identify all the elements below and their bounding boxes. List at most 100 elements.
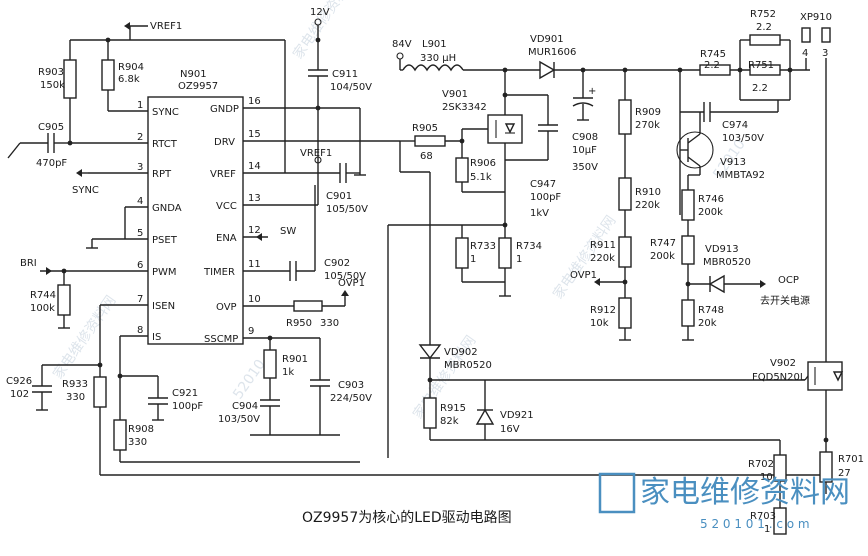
- c903-val: 224/50V: [330, 393, 372, 404]
- resistor-r915: [423, 397, 437, 429]
- net-vref1-mid: VREF1: [300, 148, 332, 159]
- sw-input: SW: [256, 226, 296, 241]
- pin-12-name: ENA: [216, 233, 237, 244]
- pin-6-name: PWM: [152, 267, 177, 278]
- watermark-logo-text: 家电维修资料网: [640, 475, 850, 510]
- net-bri: BRI: [20, 258, 37, 269]
- c903-ref: C903: [338, 380, 364, 391]
- net-84v: 84V: [392, 39, 412, 50]
- r702-val: 10: [760, 472, 773, 483]
- pin-14-name: VREF: [210, 169, 236, 180]
- pin-16-name: GNDP: [210, 104, 239, 115]
- r950-val: 330: [320, 318, 339, 329]
- c947-val2: 1kV: [530, 208, 549, 219]
- pin-7-num: 7: [137, 294, 143, 305]
- r745-ref: R745: [700, 49, 726, 60]
- v901-val: 2SK3342: [442, 102, 487, 113]
- v901-ref: V901: [442, 89, 468, 100]
- ic-n901: N901 OZ9957 1 SYNC 2 RTCT 3 RPT 4 GNDA 5…: [40, 69, 400, 345]
- vd921-val: 16V: [500, 424, 520, 435]
- ic-right-pins: 16 GNDP 15 DRV 14 VREF 13 VCC 12 ENA 11 …: [203, 96, 400, 345]
- c974-ref: C974: [722, 120, 748, 131]
- net-ovp1-out: OVP1: [570, 270, 597, 281]
- ic-body: [147, 96, 244, 345]
- r701-val: 27: [838, 468, 851, 479]
- vd902-ref: VD902: [444, 347, 478, 358]
- resistor-r751: [749, 64, 781, 76]
- vd901-ref: VD901: [530, 34, 564, 45]
- c911-val: 104/50V: [330, 82, 372, 93]
- pin-14-num: 14: [248, 161, 261, 172]
- connector-pin-3: [821, 27, 831, 43]
- vref-decoupling: VREF1 C901 105/50V: [285, 148, 368, 215]
- resistor-r904: [101, 59, 115, 91]
- c926-ref: C926: [6, 376, 32, 387]
- r906-val: 5.1k: [470, 172, 492, 183]
- current-sense-filter: C926 102 R933 330 C921 100pF R908 330: [6, 305, 830, 476]
- v913-val: MMBTA92: [716, 170, 765, 181]
- resistor-r734: [498, 237, 512, 269]
- pin-7-name: ISEN: [152, 301, 175, 312]
- r904-val: 6.8k: [118, 74, 140, 85]
- resistor-r908: [113, 419, 127, 451]
- r912-val: 10k: [590, 318, 609, 329]
- ocp-section: R745 2.2 R752 2.2 R751 2.2 XP910 4 3 C97…: [650, 9, 832, 380]
- v902-ref: V902: [770, 358, 796, 369]
- r734-val: 1: [516, 254, 522, 265]
- r748-val: 20k: [698, 318, 717, 329]
- dimming-switch: VD902 MBR0520 R915 82k VD921 16V V902 FQ…: [418, 344, 864, 535]
- resistor-r745: [699, 64, 731, 76]
- r903-val: 150k: [40, 80, 65, 91]
- vd921-ref: VD921: [500, 410, 534, 421]
- r915-val: 82k: [440, 416, 459, 427]
- pin-2-name: RTCT: [152, 139, 178, 150]
- resistor-r912: [618, 297, 632, 329]
- r744-val: 100k: [30, 303, 55, 314]
- pin-15-num: 15: [248, 129, 261, 140]
- pin-1-num: 1: [137, 100, 143, 111]
- pin-3-num: 3: [137, 162, 143, 173]
- r733-ref: R733: [470, 241, 496, 252]
- vd902-val: MBR0520: [444, 360, 492, 371]
- resistor-r901: [263, 349, 277, 379]
- vd913-val: MBR0520: [703, 257, 751, 268]
- pin-5-num: 5: [137, 228, 143, 239]
- r909-val: 270k: [635, 120, 660, 131]
- r908-ref: R908: [128, 424, 154, 435]
- ovp-divider: R909 270k R910 220k R911 220k OVP1 R912 …: [570, 67, 661, 341]
- r745-val: 2.2: [704, 60, 720, 71]
- pin-9-name: SSCMP: [204, 334, 238, 345]
- net-ovp1-in: OVP1: [338, 278, 365, 289]
- r751-ref: R751: [748, 60, 774, 71]
- ground-gnda-pset: [86, 207, 126, 249]
- net-vref1-top: VREF1: [150, 21, 182, 32]
- connector-pin-4: [801, 27, 811, 43]
- connector-pin-4-num: 4: [802, 48, 808, 59]
- resistor-r933: [93, 376, 107, 408]
- l901-val: 330 μH: [420, 53, 456, 64]
- resistor-r733: [455, 237, 469, 269]
- resistor-r903: [63, 59, 77, 99]
- r901-ref: R901: [282, 354, 308, 365]
- r905-ref: R905: [412, 123, 438, 134]
- supply-12v: 12V C911 104/50V: [308, 7, 372, 205]
- c911-ref: C911: [332, 69, 358, 80]
- ocp-note: 去开关电源: [760, 294, 810, 307]
- r703-val: 1: [764, 524, 770, 535]
- ic-part: OZ9957: [178, 81, 218, 92]
- r746-val: 200k: [698, 207, 723, 218]
- ovp-input: OVP1 R950 330: [286, 278, 365, 329]
- r901-val: 1k: [282, 367, 294, 378]
- pin-11-name: TIMER: [203, 267, 235, 278]
- c974-val: 103/50V: [722, 133, 764, 144]
- c908-ref: C908: [572, 132, 598, 143]
- mosfet-v901: [487, 114, 523, 144]
- net-12v: 12V: [310, 7, 330, 18]
- connector-pin-3-num: 3: [822, 48, 828, 59]
- r701-ref: R701: [838, 454, 864, 465]
- bri-input: BRI R744 100k: [20, 258, 71, 329]
- c908-val2: 350V: [572, 162, 598, 173]
- zener-vd921: [475, 408, 495, 425]
- r910-ref: R910: [635, 187, 661, 198]
